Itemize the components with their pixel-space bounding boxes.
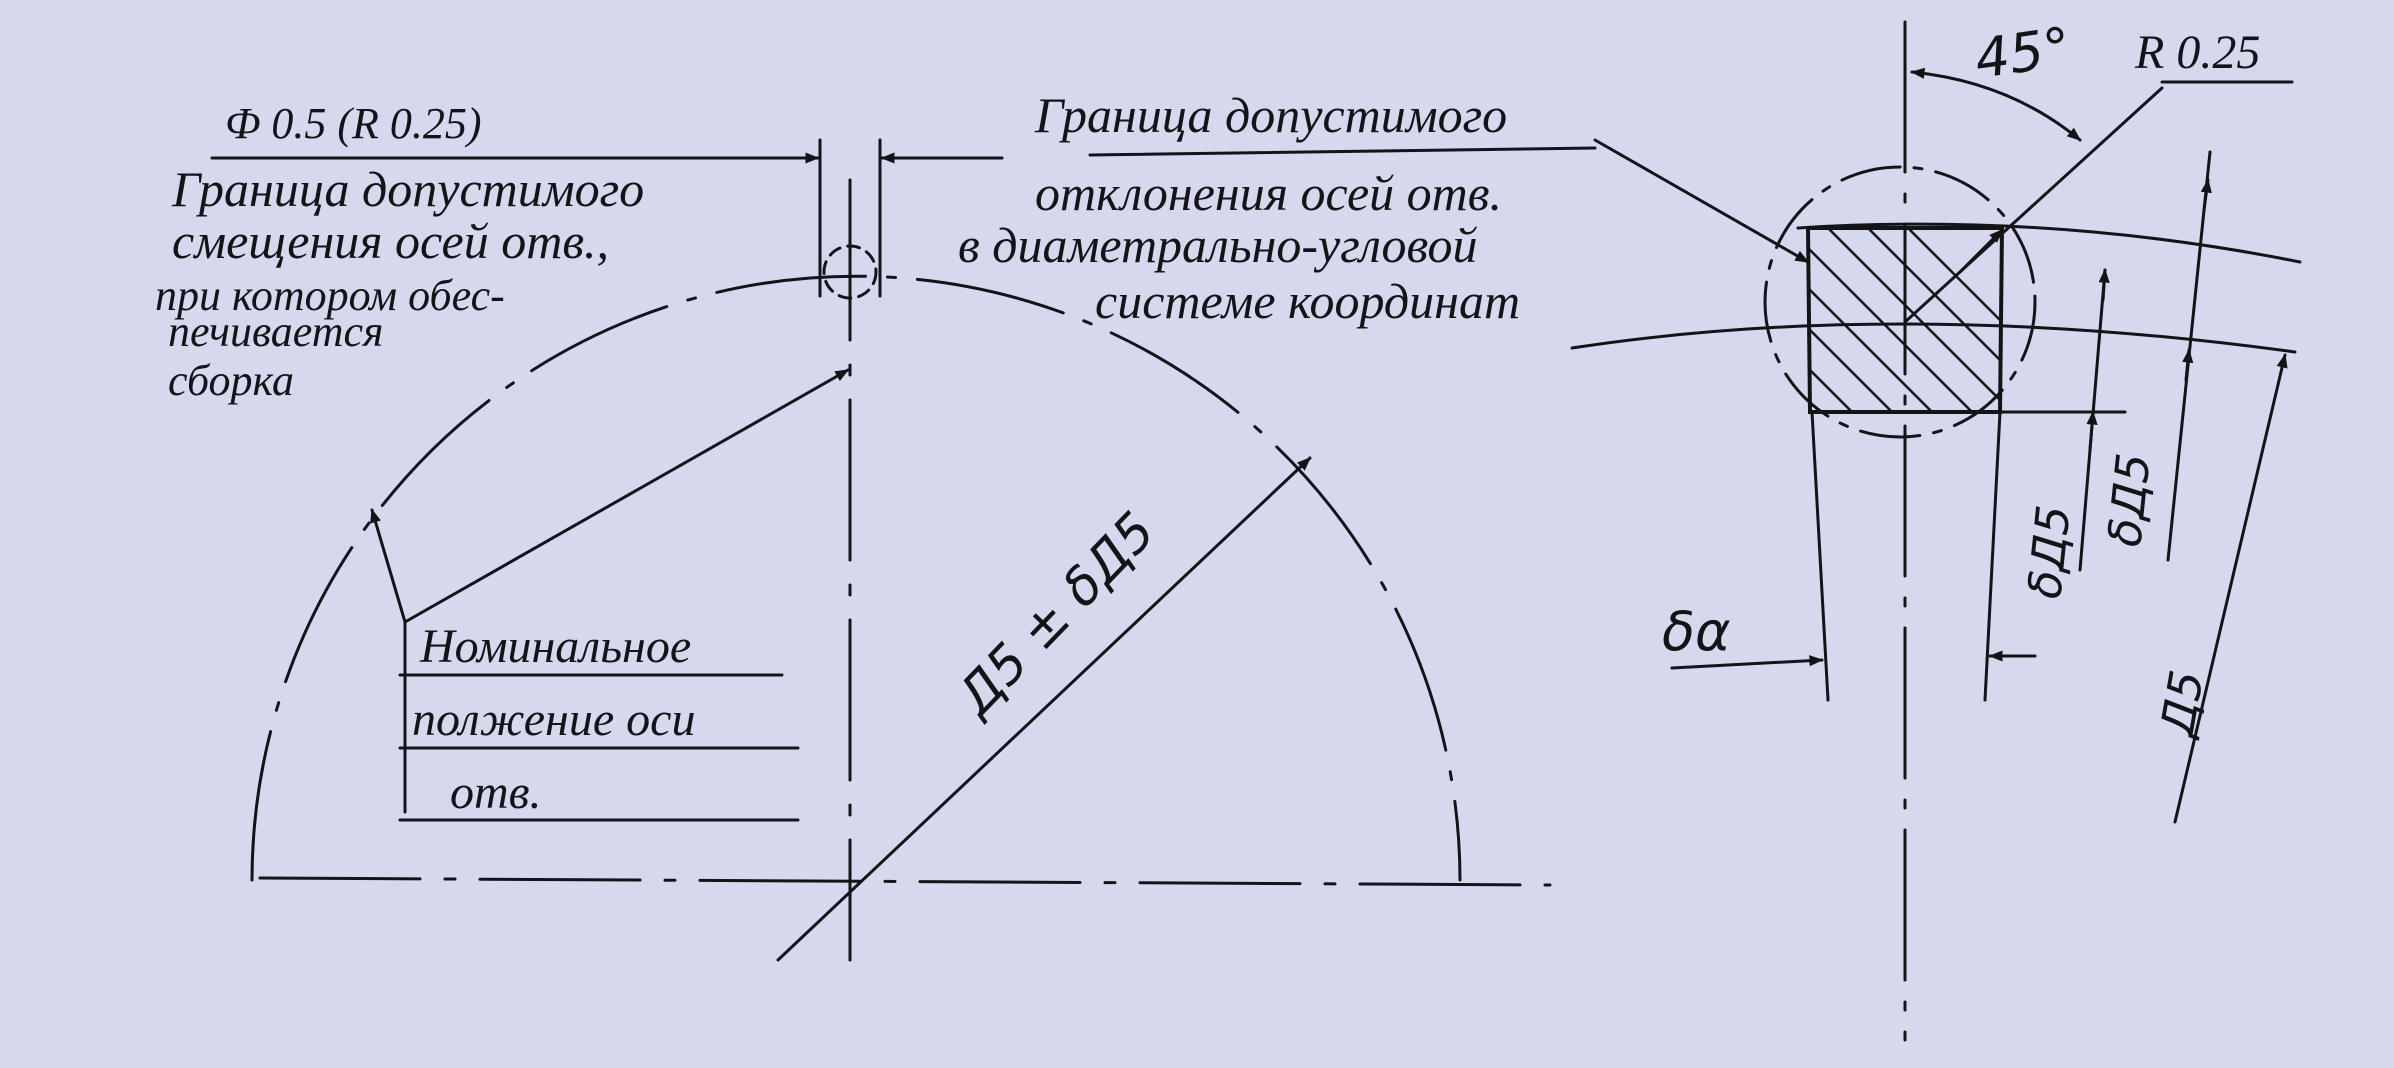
nominal-note: Номинальное полжение оси отв.: [412, 620, 695, 819]
left-note-line-2: смещения осей отв.,: [172, 213, 609, 269]
tolerance-circle: [1763, 165, 2037, 439]
horizontal-center-line: [258, 876, 1552, 887]
alpha-extension-left: [1810, 410, 1830, 702]
nominal-circle-arc: [250, 274, 1462, 882]
alpha-extension-right: [1983, 410, 2002, 702]
right-note-line-4: системе координат: [1095, 273, 1520, 329]
radius-tolerance-label: R 0.25: [2134, 26, 2260, 79]
r-leader-arrow: [1958, 228, 2004, 274]
nominal-line-1: Номинальное: [419, 620, 691, 673]
nominal-line-3: отв.: [450, 766, 542, 819]
delta-d5-large-arrow-bottom: [2182, 348, 2194, 382]
right-note-leader: [1593, 138, 1810, 264]
nominal-line-2: полжение оси: [412, 693, 695, 746]
right-note-line-2: отклонения осей отв.: [1035, 165, 1502, 221]
angle-label: 45°: [1971, 15, 2075, 91]
radius-dim-line: [776, 456, 1312, 962]
right-view: [1088, 20, 2302, 1042]
r-leader-diagonal: [1903, 86, 2164, 324]
right-note-line-3: в диаметрально-угловой: [958, 217, 1478, 273]
d5-dim-line: [2173, 353, 2288, 824]
nominal-leader-2: [403, 368, 850, 624]
delta-d5-large-arrow-top: [2200, 178, 2212, 212]
hole-circle: [822, 244, 878, 300]
delta-d5-small-arrow-top: [2098, 268, 2110, 302]
inner-arc: [1570, 322, 2297, 354]
left-note-line-4: печивается: [168, 307, 383, 356]
delta-d5-small-label: δД5: [2017, 503, 2080, 601]
tolerance-zone-hatch: [1810, 230, 2000, 410]
delta-d5-small-arrow-bottom: [2086, 410, 2098, 452]
delta-d5-large-label: δД5: [2097, 451, 2160, 549]
radius-dim-label: Д5 ± δД5: [945, 501, 1167, 728]
outer-arc: [1796, 222, 2302, 264]
delta-alpha-dim-left: [1670, 655, 1824, 670]
left-note-line-5: сборка: [168, 356, 294, 405]
right-note-underline: [1088, 146, 1597, 157]
nominal-leader: [370, 508, 407, 814]
hole-size-label: Ф 0.5 (R 0.25): [225, 99, 482, 148]
left-view: [210, 138, 1552, 962]
right-note-line-1: Граница допустимого: [1034, 87, 1507, 143]
left-note-line-3: при котором обес-: [155, 271, 505, 320]
d5-label: Д5: [2149, 666, 2214, 742]
delta-alpha-label: δα: [1662, 600, 1731, 663]
angle-arc: [1910, 67, 2082, 142]
left-note-line-1: Граница допустимого: [171, 161, 644, 217]
left-note: Граница допустимого смещения осей отв., …: [155, 161, 644, 405]
right-note: Граница допустимого отклонения осей отв.…: [958, 87, 1520, 329]
